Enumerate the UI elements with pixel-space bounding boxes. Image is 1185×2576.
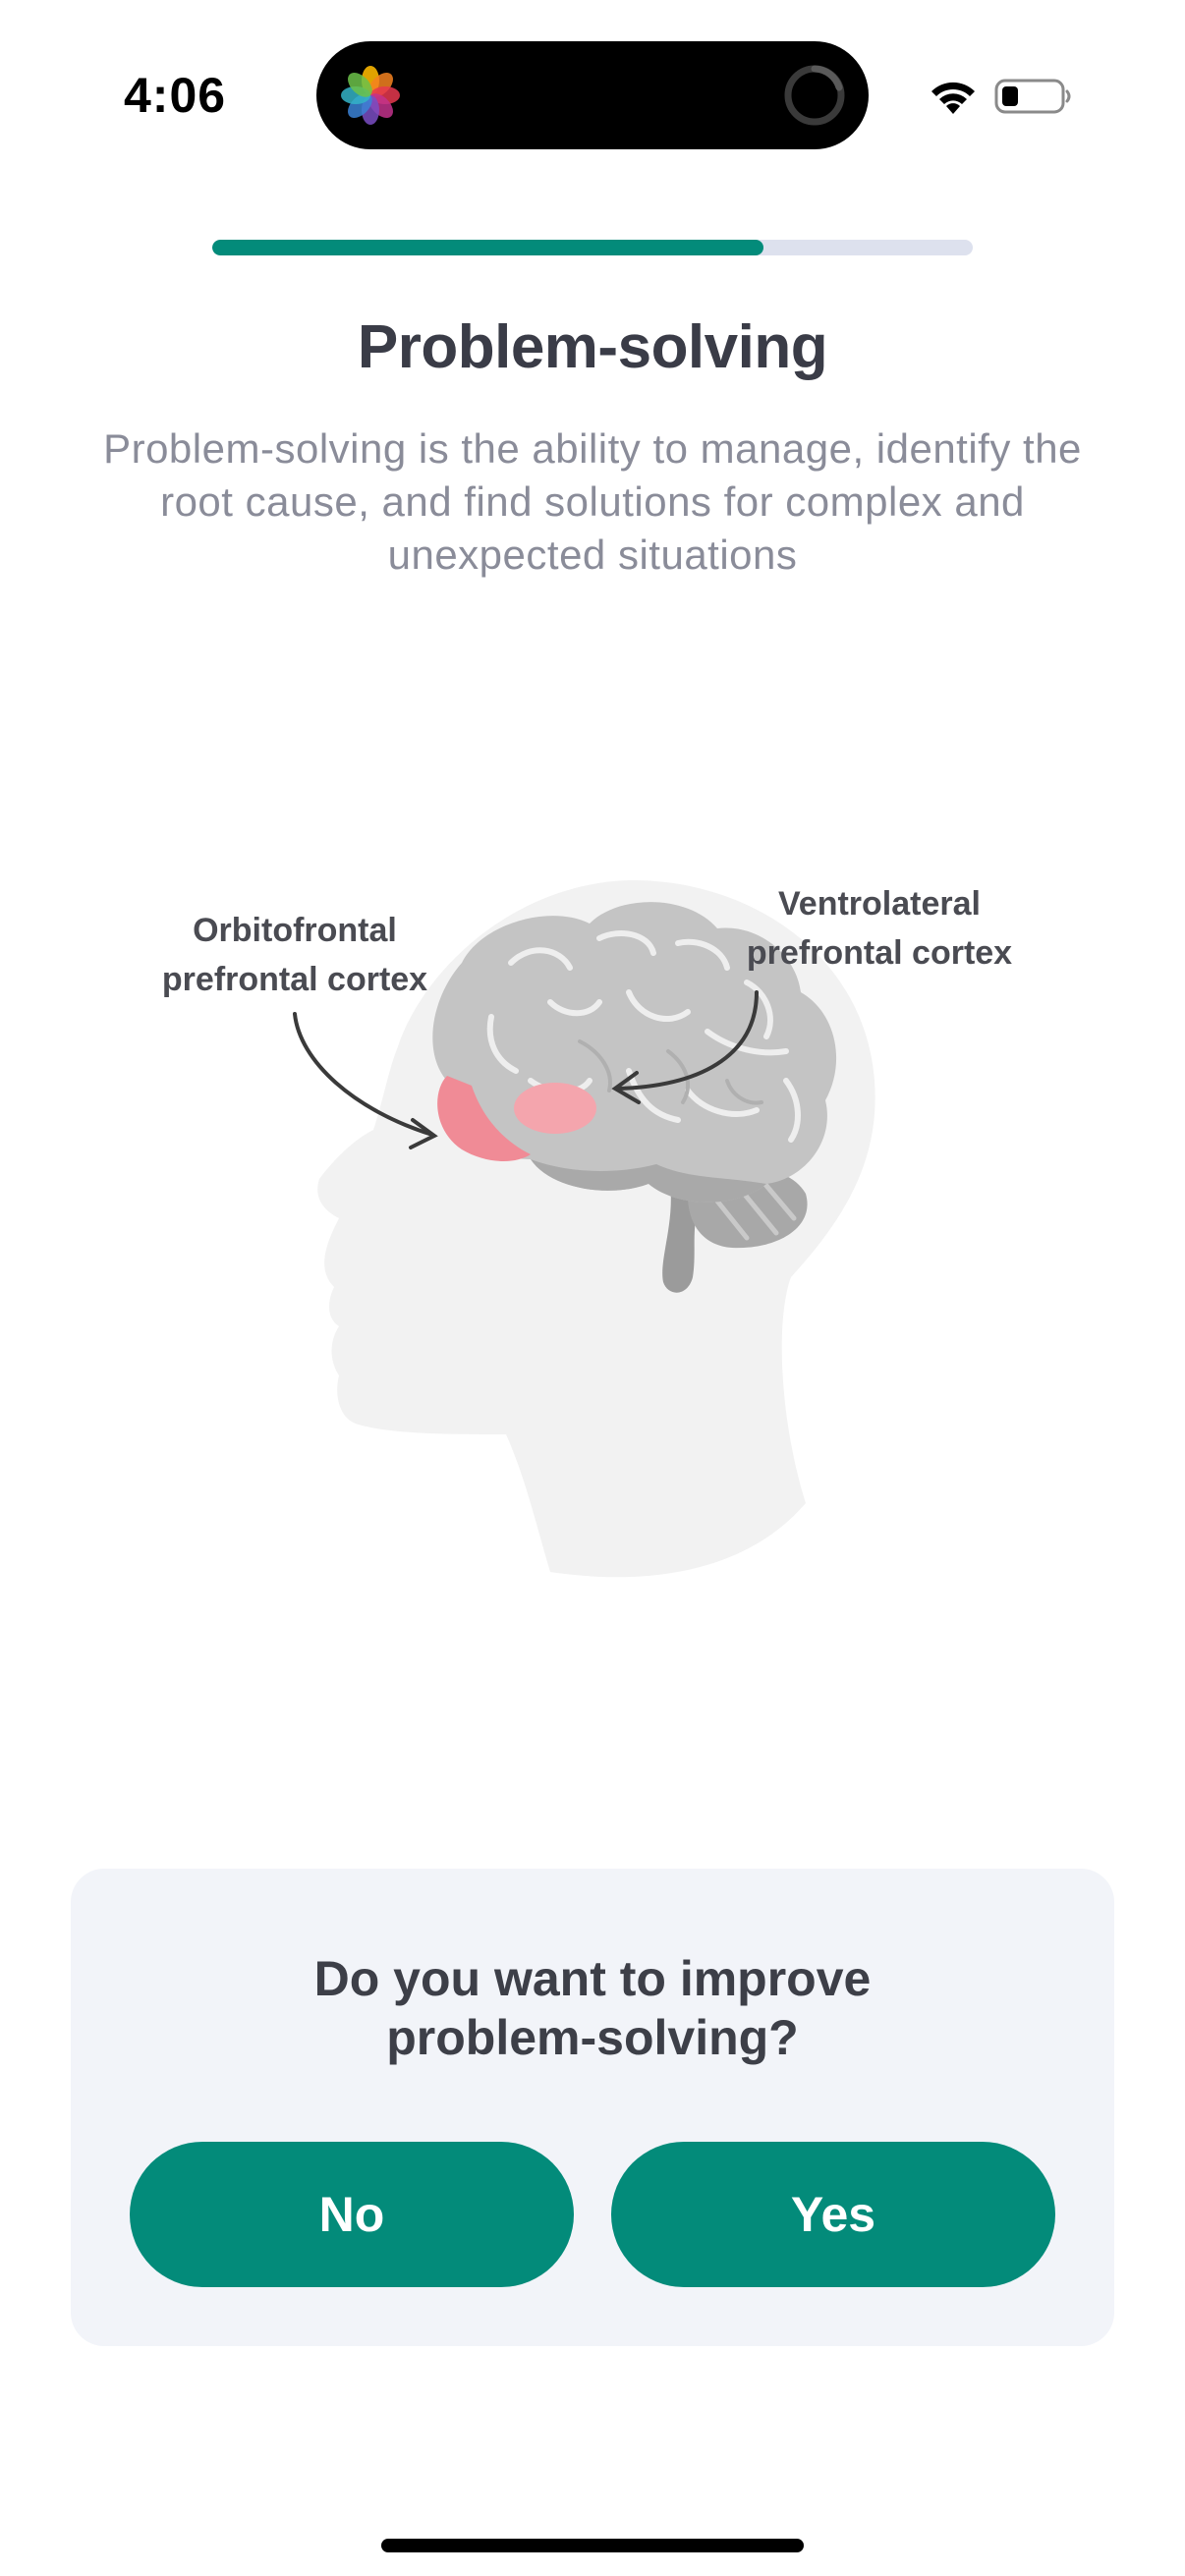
no-button[interactable]: No	[130, 2142, 574, 2287]
status-time: 4:06	[124, 68, 227, 123]
progress-fill	[212, 240, 764, 255]
wifi-icon	[931, 82, 975, 114]
brain-illustration: Orbitofrontal prefrontal cortex Ventrola…	[0, 845, 1185, 1592]
brain-icon	[432, 902, 837, 1293]
photos-app-icon	[341, 66, 400, 125]
question-text: Do you want to improve problem-solving?	[71, 1949, 1114, 2067]
home-indicator[interactable]	[381, 2539, 804, 2552]
battery-icon	[994, 79, 1071, 114]
label-ventrolateral-line1: Ventrolateral	[778, 885, 981, 923]
question-line1: Do you want to improve	[313, 1951, 872, 2006]
page-title: Problem-solving	[357, 313, 828, 381]
yes-button[interactable]: Yes	[611, 2142, 1055, 2287]
question-line2: problem-solving?	[386, 2010, 799, 2065]
label-orbitofrontal-line2: prefrontal cortex	[161, 961, 428, 998]
arrow-icon	[293, 1012, 438, 1149]
label-ventrolateral-cortex: Ventrolateral prefrontal cortex	[717, 879, 1042, 978]
head-silhouette-icon	[293, 879, 875, 1578]
onboarding-progress-bar	[212, 240, 973, 255]
status-bar: 4:06	[0, 0, 1185, 187]
skill-description: Problem-solving is the ability to manage…	[103, 425, 1082, 578]
label-orbitofrontal-line1: Orbitofrontal	[193, 912, 397, 949]
dynamic-island	[316, 41, 869, 149]
label-orbitofrontal-cortex: Orbitofrontal prefrontal cortex	[138, 906, 452, 1004]
activity-spinner-icon	[784, 65, 845, 126]
label-ventrolateral-line2: prefrontal cortex	[746, 934, 1013, 972]
question-card: Do you want to improve problem-solving? …	[71, 1869, 1114, 2346]
